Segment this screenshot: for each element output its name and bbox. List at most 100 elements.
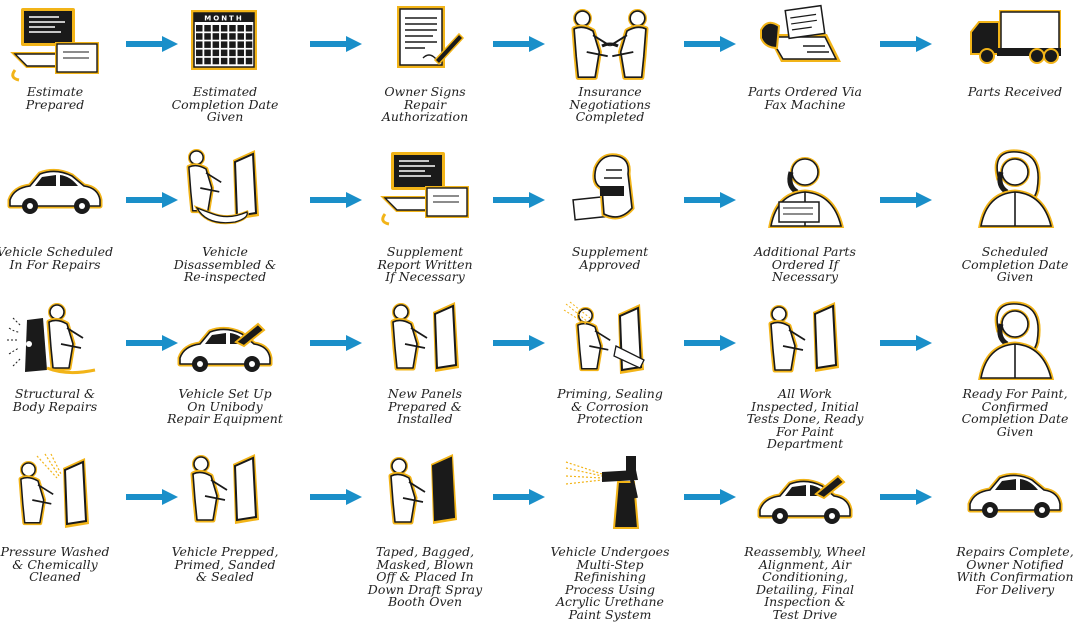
step-label-line: Ready For Paint, <box>962 386 1068 401</box>
flow-arrow-icon <box>880 335 932 351</box>
step-label-line: Completion Date <box>171 96 279 112</box>
step-label-line: Conditioning, <box>762 569 848 584</box>
step-label-line: & Corrosion <box>571 398 649 414</box>
step-label-line: & Sealed <box>196 569 254 584</box>
step-label-line: Owner Notified <box>966 556 1064 572</box>
step-label-line: Priming, Sealing <box>557 386 663 401</box>
flow-arrow-icon <box>126 489 178 505</box>
woman-on-phone-icon <box>967 148 1063 228</box>
step-label-line: Prepared & <box>388 398 462 414</box>
mechanic-prepping-door-icon <box>177 452 273 532</box>
step-label-line: Acrylic Urethane <box>556 594 664 609</box>
step-label-line: On Unibody <box>187 398 263 414</box>
step-label-line: Alignment, Air <box>758 556 852 572</box>
step-label-line: Vehicle Scheduled <box>0 244 114 259</box>
woman-on-phone-icon <box>967 300 1063 380</box>
flow-arrow-icon <box>310 335 362 351</box>
flow-arrow-icon <box>684 335 736 351</box>
man-on-phone-icon <box>757 148 853 228</box>
step-label-line: Body Repairs <box>12 398 98 414</box>
car-icon <box>7 148 103 228</box>
flow-arrow-icon <box>126 192 178 208</box>
step-label-line: With Confirmation <box>956 569 1074 584</box>
step-label-line: In For Repairs <box>9 256 101 272</box>
step-label-line: All Work <box>777 386 833 401</box>
flow-arrow-icon <box>684 192 736 208</box>
step-label-line: Reassembly, Wheel <box>744 544 866 559</box>
step-label-line: Negotiations <box>569 96 651 112</box>
step-label-line: Re-inspected <box>183 269 267 284</box>
step-label-line: Paint System <box>568 606 652 622</box>
step-label-line: Completion Date <box>961 256 1069 272</box>
car-icon <box>967 452 1063 532</box>
step-label-line: Vehicle Undergoes <box>550 544 670 559</box>
mechanic-disassembling-door-icon <box>177 148 273 228</box>
spray-gun-icon <box>562 452 658 532</box>
step-label-line: Report Written <box>377 256 473 272</box>
step-label-line: Inspection & <box>764 594 846 609</box>
flow-arrow-icon <box>493 335 545 351</box>
step-label: Parts Received <box>945 84 1080 99</box>
flow-arrow-icon <box>493 489 545 505</box>
flow-arrow-icon <box>684 489 736 505</box>
car-hood-open-icon <box>177 300 273 380</box>
step-label-line: Refinishing <box>574 569 646 584</box>
step-label-line: For Delivery <box>975 581 1055 597</box>
step-label-line: Booth Oven <box>387 594 463 609</box>
step-label-line: Repair Equipment <box>167 411 283 426</box>
step-label-line: Tests Done, Ready <box>746 411 864 426</box>
step-label-line: Completion Date <box>961 411 1069 426</box>
step-label-line: Fax Machine <box>764 96 846 112</box>
step-label: Structural &Body Repairs <box>0 387 125 414</box>
step-label-line: Down Draft Spray <box>367 581 483 597</box>
flow-arrow-icon <box>684 36 736 52</box>
step-label-line: Given <box>996 423 1034 439</box>
step-label-line: Pressure Washed <box>0 544 110 559</box>
step-label-line: Process Using <box>564 581 656 597</box>
step-label-line: Owner Signs <box>384 84 466 99</box>
step-label-line: Additional Parts <box>754 244 856 259</box>
step-label-line: Masked, Blown <box>376 556 474 572</box>
step-label-line: Completed <box>575 109 645 124</box>
masked-panel-icon <box>377 452 473 532</box>
flow-arrow-icon <box>493 192 545 208</box>
flow-arrow-icon <box>493 36 545 52</box>
step-label-line: Primed, Sanded <box>174 556 276 572</box>
step-label-line: Parts Received <box>967 84 1063 99</box>
delivery-truck-icon <box>967 4 1063 84</box>
step-label-line: Test Drive <box>772 606 838 622</box>
step-label-line: Detailing, Final <box>755 581 855 597</box>
step-label-line: & Chemically <box>12 556 98 572</box>
step-label-line: Inspected, Initial <box>751 398 859 414</box>
step-label-line: Multi-Step <box>576 556 644 572</box>
step-label-line: Approved <box>579 256 641 272</box>
step-label-line: Given <box>206 109 244 124</box>
step-label-line: Cleaned <box>29 569 81 584</box>
step-label-line: Confirmed <box>981 398 1049 414</box>
fax-machine-icon <box>757 4 853 84</box>
step-label-line: Off & Placed In <box>376 569 474 584</box>
flow-arrow-icon <box>126 335 178 351</box>
flow-arrow-icon <box>310 192 362 208</box>
step-label-line: Disassembled & <box>173 256 277 272</box>
step-label-line: Taped, Bagged, <box>375 544 475 559</box>
step-label-line: Insurance <box>578 84 642 99</box>
step-label-line: Estimated <box>192 84 258 99</box>
computer-printer-icon <box>377 148 473 228</box>
calendar-icon: MONTH <box>177 4 273 84</box>
step-label-line: Vehicle Set Up <box>178 386 272 401</box>
